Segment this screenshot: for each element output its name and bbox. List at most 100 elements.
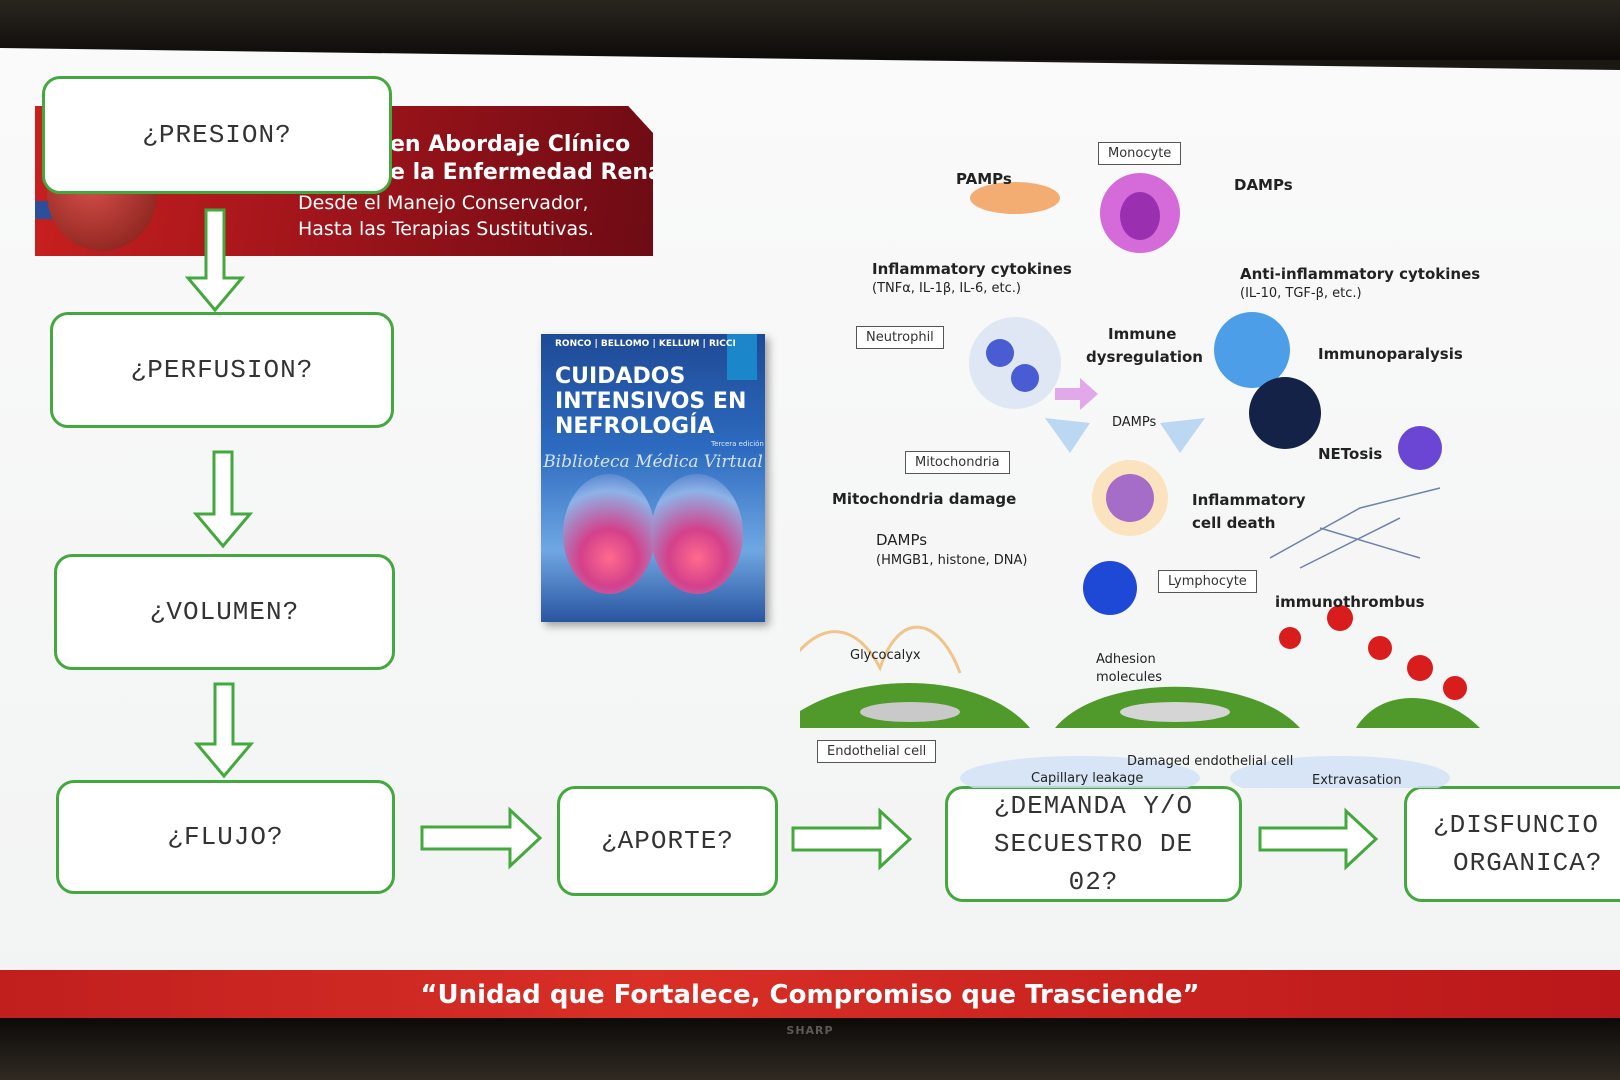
book-edition: Tercera edición: [711, 440, 764, 448]
damps-low-label: DAMPs: [876, 531, 928, 549]
tv-bezel-bottom: [0, 1018, 1620, 1080]
box-perfusion: ¿PERFUSION?: [50, 312, 394, 428]
box-flujo: ¿FLUJO?: [56, 780, 395, 894]
book-title: CUIDADOS INTENSIVOS EN NEFROLOGÍA: [555, 364, 746, 439]
bacteria-illustration: [970, 182, 1060, 214]
immune-diagram: Monocyte PAMPs DAMPs Inflammatory cytoki…: [800, 88, 1500, 788]
box-demanda-line2: SECUESTRO DE: [993, 829, 1194, 859]
neutrophil-cell: [969, 317, 1061, 409]
red-blood-cell-2: [1327, 605, 1353, 631]
arrow-right-2: [791, 807, 913, 871]
immunoparalysis-cell: [1214, 312, 1290, 388]
endothelial-nucleus: [860, 702, 960, 722]
anti-inflammatory-cytokines-detail: (IL-10, TGF-β, etc.): [1240, 286, 1362, 301]
lymphocyte-tag: Lymphocyte: [1158, 570, 1257, 593]
book-watermark: Biblioteca Médica Virtual: [543, 452, 763, 472]
footer-slogan: “Unidad que Fortalece, Compromiso que Tr…: [420, 980, 1200, 1010]
box-demanda-line1: ¿DEMANDA Y/O: [993, 791, 1194, 821]
diagram-illustration: [800, 173, 1480, 788]
red-blood-cell-4: [1407, 655, 1433, 681]
glycocalyx-fibers: [800, 625, 962, 679]
red-blood-cell-3: [1368, 636, 1392, 660]
tv-bezel-top: [0, 0, 1620, 60]
digital-version-badge: [727, 334, 757, 380]
banner-line-1: en Abordaje Clínico: [390, 132, 631, 157]
purple-arrow: [1055, 378, 1098, 410]
box-demanda-line3: 02?: [1068, 867, 1119, 897]
footer-slogan-bar: “Unidad que Fortalece, Compromiso que Tr…: [0, 970, 1620, 1020]
immunoparalysis-label: Immunoparalysis: [1318, 345, 1463, 363]
immune-dysregulation-line1: Immune: [1108, 325, 1177, 343]
kidney-right-illustration: [651, 474, 743, 594]
box-aporte: ¿APORTE?: [557, 786, 778, 896]
book-title-line2: INTENSIVOS EN: [555, 389, 747, 414]
capillary-leakage-label: Capillary leakage: [1031, 771, 1144, 786]
damps-top-label: DAMPs: [1234, 176, 1293, 194]
lymphocyte-cell: [1083, 561, 1137, 615]
blue-arrow-left: [1045, 418, 1090, 453]
anti-inflammatory-cytokines-label: Anti-inflammatory cytokines: [1240, 265, 1481, 283]
box-disfuncion: ¿DISFUNCIO ORGANICA?: [1404, 786, 1620, 902]
mitochondria-damage-label: Mitochondria damage: [832, 490, 1017, 508]
inflammatory-cell-death-line2: cell death: [1192, 514, 1276, 532]
netosis-label: NETosis: [1318, 445, 1383, 463]
damps-mid-label: DAMPs: [1112, 415, 1157, 430]
neutrophil-nucleus-b: [1011, 364, 1039, 392]
damps-low-detail: (HMGB1, histone, DNA): [876, 553, 1028, 568]
presentation-screen: en Abordaje Clínico e la Enfermedad Rena…: [0, 48, 1620, 1020]
netosis-dark-cell: [1249, 377, 1321, 449]
banner-line-3: Desde el Manejo Conservador,: [298, 192, 589, 214]
blue-arrow-right: [1160, 418, 1205, 453]
glycocalyx-label: Glycocalyx: [850, 648, 921, 663]
banner-line-2: e la Enfermedad Renal;: [390, 160, 680, 185]
extravasation-label: Extravasation: [1312, 773, 1402, 788]
net-web: [1269, 487, 1441, 569]
netosis-purple-cell: [1398, 426, 1442, 470]
monocyte-tag: Monocyte: [1098, 142, 1182, 165]
extravasation-haze: [1230, 756, 1450, 788]
adhesion-molecules-line2: molecules: [1096, 670, 1162, 685]
book-cover: RONCO | BELLOMO | KELLUM | RICCI CUIDADO…: [541, 334, 765, 622]
damaged-endothelial-label: Damaged endothelial cell: [1127, 754, 1294, 769]
box-perfusion-text: ¿PERFUSION?: [130, 355, 314, 385]
box-presion-text: ¿PRESION?: [142, 120, 292, 150]
arrow-down-1: [184, 208, 246, 313]
book-title-line1: CUIDADOS: [555, 364, 686, 389]
arrow-right-1: [420, 806, 543, 870]
tv-brand-logo: SHARP: [786, 1024, 834, 1037]
book-title-line3: NEFROLOGÍA: [555, 414, 715, 439]
inflammatory-cytokines-detail: (TNFα, IL-1β, IL-6, etc.): [872, 281, 1021, 296]
damaged-endothelial-nucleus: [1120, 702, 1230, 722]
inflammatory-death-nucleus: [1106, 474, 1154, 522]
book-authors: RONCO | BELLOMO | KELLUM | RICCI: [555, 339, 736, 349]
immunothrombus-label: immunothrombus: [1275, 593, 1425, 611]
flowchart-arrows: [184, 208, 1379, 871]
capillary-haze: [960, 756, 1200, 788]
pamps-label: PAMPs: [956, 170, 1012, 188]
kidney-left-illustration: [563, 474, 655, 594]
neutrophil-nucleus-a: [986, 339, 1014, 367]
inflammatory-cell-death-line1: Inflammatory: [1192, 491, 1306, 509]
endothelial-cell-tag: Endothelial cell: [817, 740, 937, 763]
box-volumen-text: ¿VOLUMEN?: [149, 597, 300, 627]
box-flujo-text: ¿FLUJO?: [167, 822, 284, 852]
monocyte-nucleus: [1120, 192, 1160, 240]
adhesion-molecules-line1: Adhesion: [1096, 652, 1156, 667]
box-presion: ¿PRESION?: [42, 76, 392, 194]
box-aporte-text: ¿APORTE?: [601, 826, 734, 856]
mitochondria-tag: Mitochondria: [905, 451, 1010, 474]
neutrophil-tag: Neutrophil: [856, 326, 944, 349]
arrow-down-2: [192, 450, 254, 549]
banner-line-4: Hasta las Terapias Sustitutivas.: [298, 218, 595, 240]
inflammatory-cytokines-label: Inflammatory cytokines: [872, 260, 1072, 278]
arrow-right-3: [1258, 807, 1379, 871]
arrow-down-3: [193, 682, 255, 779]
immune-dysregulation-line2: dysregulation: [1086, 348, 1203, 366]
box-disfuncion-line1: ¿DISFUNCIO: [1433, 810, 1600, 840]
box-demanda: ¿DEMANDA Y/O SECUESTRO DE 02?: [945, 786, 1242, 902]
box-disfuncion-line2: ORGANICA?: [1453, 848, 1603, 878]
box-volumen: ¿VOLUMEN?: [54, 554, 395, 670]
endothelial-right-shape: [1356, 698, 1480, 728]
red-blood-cell-5: [1443, 676, 1467, 700]
red-blood-cell-1: [1279, 627, 1301, 649]
